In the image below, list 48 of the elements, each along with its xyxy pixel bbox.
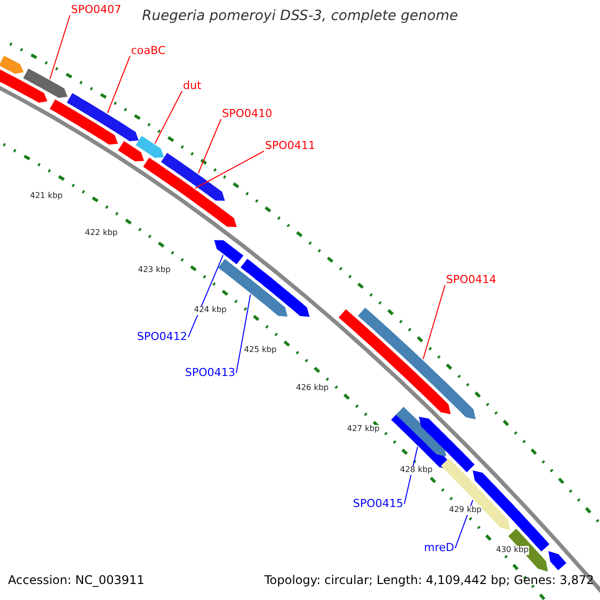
gene-label: SPO0407 [71, 4, 122, 16]
leader-line [194, 150, 264, 189]
gene-label: coaBC [131, 45, 166, 58]
leader-line [188, 254, 224, 338]
position-label: 423 kbp [138, 266, 171, 275]
gene-label: SPO0413 [185, 367, 236, 380]
gene-segment [338, 309, 451, 414]
accession-text: Accession: NC_003911 [8, 574, 144, 588]
position-label: 428 kbp [400, 466, 433, 475]
gene-segment [440, 458, 510, 530]
gene-segment [358, 308, 476, 420]
gene-segment [214, 240, 244, 264]
position-label: 425 kbp [244, 346, 277, 355]
gene-label: SPO0410 [222, 108, 272, 120]
gene-segment [0, 56, 24, 74]
gene-label: dut [183, 80, 202, 92]
position-label: 427 kbp [347, 425, 380, 434]
leader-line [236, 294, 251, 374]
leader-line [422, 284, 446, 360]
genome-info-text: Topology: circular; Length: 4,109,442 bp; Genes: 3,872 [264, 574, 594, 588]
leader-line [404, 446, 418, 505]
leader-line [198, 118, 222, 174]
gene-label: SPO0412 [137, 331, 188, 344]
position-label: 430 kbp [496, 546, 529, 555]
gene-segment [143, 158, 237, 227]
gene-segment [136, 136, 164, 158]
leader-line [107, 56, 130, 114]
gene-segment [0, 68, 48, 103]
gene-segment [118, 141, 144, 162]
gene-label: mreD [424, 542, 454, 554]
gene-segment [161, 152, 225, 201]
gene-segment [66, 93, 139, 142]
leader-line [154, 90, 182, 144]
gene-label: SPO0414 [446, 274, 496, 286]
gene-segment [23, 68, 68, 98]
position-label: 422 kbp [85, 229, 118, 238]
gene-segment [240, 258, 310, 317]
leader-line [49, 14, 70, 80]
gene-segment [418, 416, 475, 472]
gene-label: SPO0415 [353, 498, 404, 510]
gene-segment [548, 551, 566, 570]
position-label: 426 kbp [296, 384, 329, 393]
gene-segment [50, 99, 118, 145]
gene-label: SPO0411 [265, 140, 316, 152]
position-label: 424 kbp [194, 306, 227, 315]
position-label: 429 kbp [449, 506, 482, 515]
gene-segment [396, 406, 446, 456]
position-label: 421 kbp [30, 192, 63, 201]
